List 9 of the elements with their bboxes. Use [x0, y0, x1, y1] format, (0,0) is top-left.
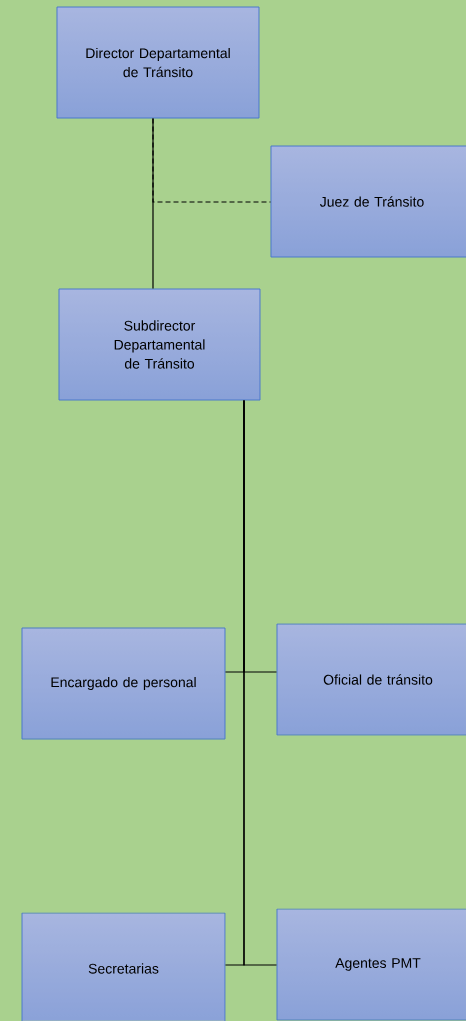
org-box: Agentes PMT	[276, 908, 466, 1021]
connector-line	[152, 117, 154, 290]
connector-line	[243, 399, 278, 966]
org-box: Oficial de tránsito	[276, 623, 466, 736]
org-box: Juez de Tránsito	[270, 145, 466, 258]
org-box: Director Departamental de Tránsito	[56, 6, 260, 119]
org-box: Subdirector Departamental de Tránsito	[58, 288, 261, 401]
org-box: Secretarias	[21, 912, 226, 1021]
org-box: Encargado de personal	[21, 627, 226, 740]
